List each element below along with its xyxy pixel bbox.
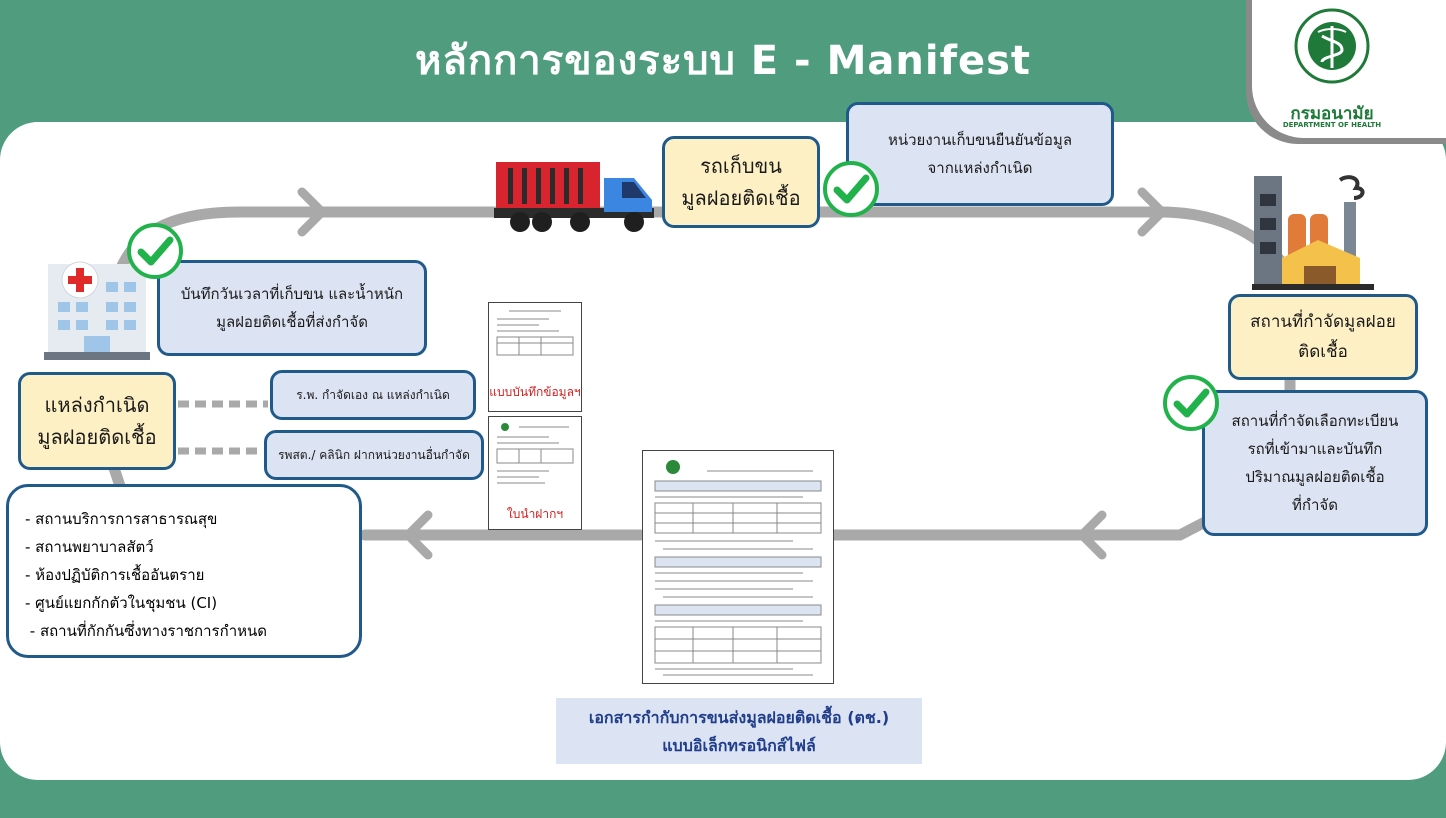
flow-top-right-line	[854, 206, 1296, 278]
source-note-text: บันทึกวันเวลาที่เก็บขน และน้ำหนัก มูลฝอย…	[180, 285, 404, 331]
logo-name-en: DEPARTMENT OF HEALTH	[1282, 121, 1382, 129]
doc-caption-text: เอกสารกำกับการขนส่งมูลฝอยติดเชื้อ (ตช.) …	[588, 708, 890, 755]
list-item: - สถานพยาบาลสัตว์	[25, 538, 154, 556]
receipt-form-thumbnail: ใบนำฝากฯ	[488, 416, 582, 530]
check-icon	[127, 223, 183, 279]
collector-note: หน่วยงานเก็บขนยืนยันข้อมูล จากแหล่งกำเนิ…	[846, 102, 1114, 206]
arrow-left-icon	[1077, 510, 1107, 560]
check-icon	[823, 161, 879, 217]
truck-box: รถเก็บขน มูลฝอยติดเชื้อ	[662, 136, 820, 228]
hospital-icon	[44, 261, 150, 360]
page-title: หลักการของระบบ E - Manifest	[414, 38, 1032, 84]
flow-bottom-right-line	[824, 516, 1211, 541]
list-item: - ห้องปฏิบัติการเชื้ออันตราย	[25, 566, 205, 584]
manifest-document-thumbnail	[642, 450, 834, 684]
form-lines-icon	[496, 423, 574, 484]
manifest-document-caption: เอกสารกำกับการขนส่งมูลฝอยติดเชื้อ (ตช.) …	[556, 698, 922, 764]
list-item: - ศูนย์แยกกักตัวในชุมชน (CI)	[25, 594, 218, 612]
source-box: แหล่งกำเนิด มูลฝอยติดเชื้อ	[18, 372, 176, 470]
form-lines-icon	[496, 310, 574, 356]
disposal-box-label: สถานที่กำจัดมูลฝอย ติดเชื้อ	[1250, 312, 1396, 362]
option-other-text: รพสต./ คลินิก ฝากหน่วยงานอื่นกำจัด	[278, 448, 470, 462]
list-item: - สถานบริการการสาธารณสุข	[25, 510, 218, 528]
arrow-right-icon	[1137, 187, 1167, 237]
ministry-seal-icon	[1294, 8, 1370, 84]
source-box-label: แหล่งกำเนิด มูลฝอยติดเชื้อ	[37, 393, 157, 449]
collector-note-text: หน่วยงานเก็บขนยืนยันข้อมูล จากแหล่งกำเนิ…	[887, 131, 1073, 177]
logo-name-th: กรมอนามัย	[1290, 104, 1374, 124]
arrow-left-icon	[403, 510, 433, 560]
manifest-form-icon	[654, 460, 822, 676]
disposal-note-text: สถานที่กำจัดเลือกทะเบียน รถที่เข้ามาและบ…	[1231, 412, 1399, 514]
option-self-text: ร.พ. กำจัดเอง ณ แหล่งกำเนิด	[296, 388, 450, 402]
arrow-right-icon	[297, 187, 327, 237]
list-item: - สถานที่กักกันซึ่งทางราชการกำหนด	[25, 622, 267, 640]
record-form-thumbnail: แบบบันทึกข้อมูลฯ	[488, 302, 582, 412]
source-note: บันทึกวันเวลาที่เก็บขน และน้ำหนัก มูลฝอย…	[157, 260, 427, 356]
option-self-disposal: ร.พ. กำจัดเอง ณ แหล่งกำเนิด	[270, 370, 476, 420]
truck-box-label: รถเก็บขน มูลฝอยติดเชื้อ	[681, 154, 801, 210]
factory-icon	[1252, 175, 1374, 290]
ministry-logo: กรมอนามัย DEPARTMENT OF HEALTH	[1252, 0, 1446, 138]
receipt-form-label: ใบนำฝากฯ	[506, 507, 564, 521]
disposal-box: สถานที่กำจัดมูลฝอย ติดเชื้อ	[1228, 294, 1418, 380]
source-types-list: - สถานบริการการสาธารณสุข - สถานพยาบาลสัต…	[6, 484, 362, 658]
record-form-label: แบบบันทึกข้อมูลฯ	[489, 385, 581, 399]
truck-icon	[494, 162, 654, 232]
flow-left-connector	[108, 462, 126, 492]
option-other-disposal: รพสต./ คลินิก ฝากหน่วยงานอื่นกำจัด	[264, 430, 484, 480]
check-icon	[1163, 375, 1219, 431]
disposal-note: สถานที่กำจัดเลือกทะเบียน รถที่เข้ามาและบ…	[1202, 390, 1428, 536]
